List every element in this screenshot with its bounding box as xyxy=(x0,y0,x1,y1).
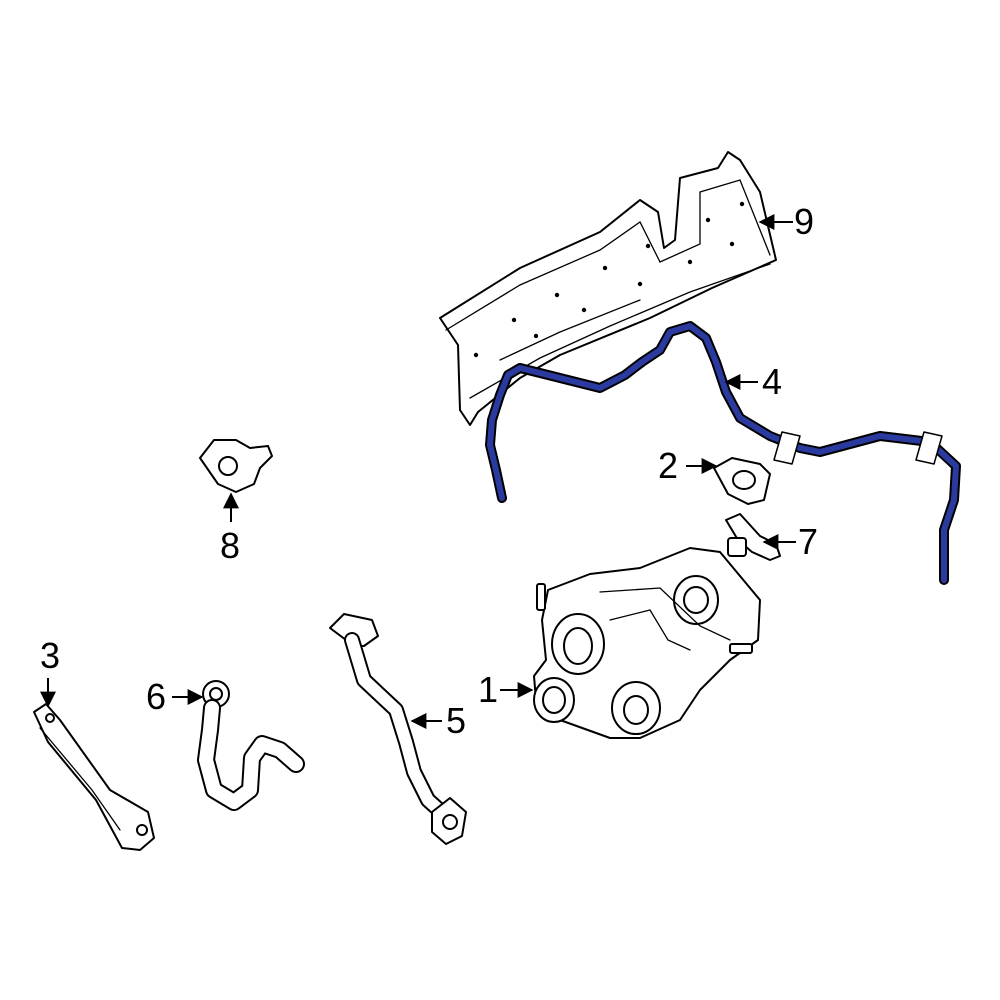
oil-return-pipe-part[interactable] xyxy=(329,613,467,845)
callout-label-7: 7 xyxy=(798,521,818,562)
callout-label-2: 2 xyxy=(658,445,678,486)
fitting-part[interactable] xyxy=(725,513,781,561)
gasket-part[interactable] xyxy=(713,457,771,505)
oil-line-part[interactable] xyxy=(197,680,305,811)
sensor-part[interactable] xyxy=(199,439,273,493)
bracket-part[interactable] xyxy=(33,703,155,851)
turbocharger-part[interactable] xyxy=(533,547,761,739)
callout-label-5: 5 xyxy=(446,700,466,741)
callout-label-3: 3 xyxy=(40,635,60,676)
callout-label-6: 6 xyxy=(146,676,166,717)
callout-label-1: 1 xyxy=(478,669,498,710)
callout-label-8: 8 xyxy=(220,525,240,566)
callout-label-4: 4 xyxy=(762,361,782,402)
callout-label-9: 9 xyxy=(794,201,814,242)
oil-feed-line-part[interactable] xyxy=(485,321,961,585)
